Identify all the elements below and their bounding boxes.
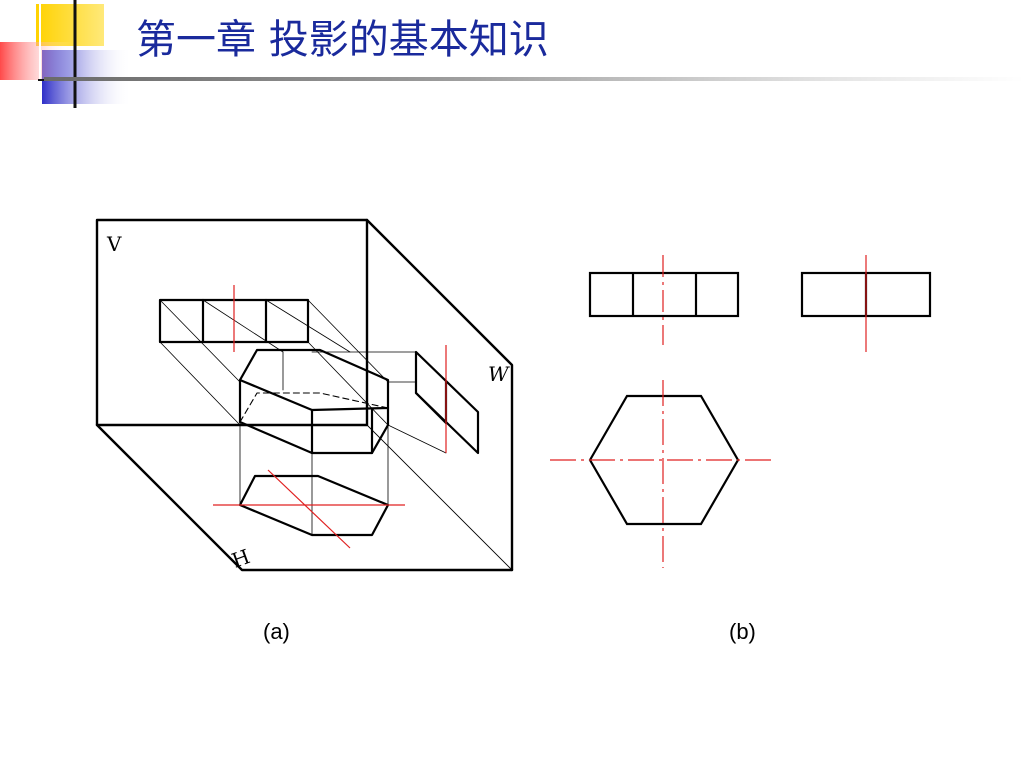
hidden-edges	[239, 392, 389, 423]
caption-b: (b)	[729, 619, 756, 644]
plane-label-w: W	[488, 362, 510, 386]
side-view-projection	[414, 350, 480, 455]
centerlines-b	[550, 255, 867, 568]
centerlines-a	[213, 285, 447, 549]
plane-label-h: H	[228, 544, 253, 573]
slide-title: 第一章 投影的基本知识	[136, 17, 549, 63]
projection-box	[95, 218, 514, 572]
caption-a: (a)	[263, 619, 290, 644]
plane-label-v: V	[106, 232, 122, 256]
front-view	[588, 271, 740, 318]
title-underline	[44, 77, 1024, 81]
